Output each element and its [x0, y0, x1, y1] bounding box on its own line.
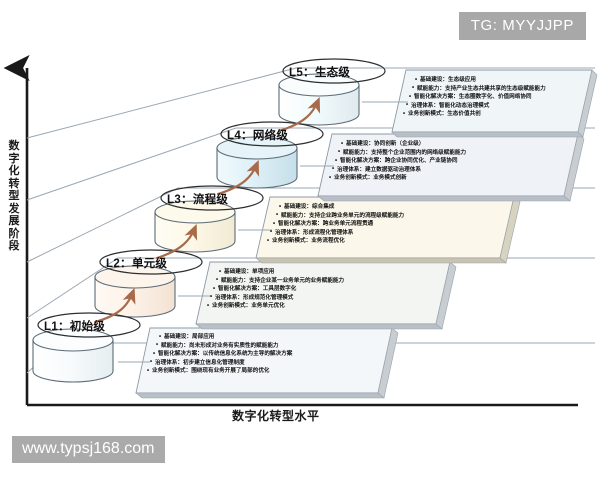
- oval-L2: [99, 249, 203, 275]
- detail-row: 治理体系：初步建立信息化管理制度: [150, 358, 386, 368]
- oval-L5: [282, 58, 386, 84]
- detail-row: 业务创新模式：业务单元优化: [207, 302, 444, 311]
- arrow-L1-L2: [93, 287, 136, 324]
- detail-row: 智能化解决方案：工具层数字化: [213, 285, 444, 294]
- detail-row: 智能化解决方案：生态圈数字化、价值网络协同: [409, 93, 586, 102]
- detail-row: 基础建设：综合集成: [279, 203, 508, 212]
- progression-arrows: [93, 96, 321, 324]
- y-axis-title: 数字化转型发展阶段: [8, 140, 20, 252]
- stage-label-L3[interactable]: L3：流程级: [167, 194, 229, 206]
- detail-row: 智能化解决方案：跨业务单元流程贯通: [273, 220, 508, 229]
- detail-row: 基础建设：协同创新（企业级）: [341, 140, 572, 149]
- arrow-L3-L4: [216, 159, 260, 196]
- detail-panel-L2[interactable]: 基础建设：单项应用 赋能能力：支持企业某一业务单元的业务赋能能力 智能化解决方案…: [202, 265, 450, 314]
- cylinder-L4: [216, 136, 298, 189]
- stage-label-L1[interactable]: L1：初始级: [44, 321, 106, 333]
- detail-row: 业务创新模式：围绕现有业务开展了局部的优化: [147, 367, 386, 376]
- detail-row: 基础建设：生态级应用: [415, 76, 586, 85]
- detail-panel-L3[interactable]: 基础建设：综合集成 赋能能力：支持企业跨业务单元的流程级赋能能力 智能化解决方案…: [262, 200, 514, 249]
- oval-L4: [220, 121, 324, 147]
- cylinder-L3: [154, 200, 236, 253]
- panel-connectors: [118, 101, 408, 363]
- detail-panel-L5[interactable]: 基础建设：生态级应用 赋能能力：支持产业生态共建共享的生态级赋能能力 智能化解决…: [398, 73, 592, 122]
- stage-oval-callouts: [37, 58, 386, 338]
- axis-group: [3, 55, 578, 407]
- detail-row: 赋能能力：支持整个企业范围内的网络级赋能能力: [338, 148, 572, 158]
- detail-row: 智能化解决方案：以传统信息化系统为主导的解决方案: [153, 350, 386, 359]
- detail-row: 业务创新模式：生态价值共创: [403, 110, 586, 119]
- detail-row: 治理体系：智能化动态治理模式: [406, 101, 586, 111]
- arrow-L2-L3: [155, 223, 198, 260]
- step-guide-5: [26, 67, 595, 139]
- detail-row: 业务创新模式：业务模式创新: [329, 174, 572, 183]
- stage-label-L4[interactable]: L4：网络级: [227, 130, 289, 142]
- stage-label-L2[interactable]: L2：单元级: [106, 258, 168, 270]
- detail-row: 治理体系：形成流程化管理体系: [270, 228, 508, 238]
- detail-row: 赋能能力：支持产业生态共建共享的生态级赋能能力: [412, 84, 586, 94]
- detail-row: 智能化解决方案：跨企业协同优化、产业链协同: [335, 157, 572, 166]
- detail-row: 业务创新模式：业务流程优化: [267, 237, 508, 246]
- detail-row: 赋能能力：支持企业跨业务单元的流程级赋能能力: [276, 211, 508, 221]
- cylinder-L1: [32, 328, 114, 383]
- telegram-watermark: TG: MYYJJPP: [458, 12, 586, 40]
- cylinder-L5: [278, 73, 360, 126]
- oval-L1: [37, 312, 141, 338]
- detail-panel-L4[interactable]: 基础建设：协同创新（企业级） 赋能能力：支持整个企业范围内的网络级赋能能力 智能…: [324, 137, 578, 186]
- detail-row: 赋能能力：支持企业某一业务单元的业务赋能能力: [216, 276, 444, 286]
- detail-row: 基础建设：局部应用: [159, 333, 386, 342]
- detail-row: 赋能能力：尚未形成对业务有实质性的赋能能力: [156, 341, 386, 351]
- arrow-L4-L5: [277, 96, 321, 133]
- detail-row: 治理体系：建立数据驱动治理体系: [332, 165, 572, 175]
- x-axis-title: 数字化转型水平: [232, 409, 320, 423]
- detail-panel-L1[interactable]: 基础建设：局部应用 赋能能力：尚未形成对业务有实质性的赋能能力 智能化解决方案：…: [142, 330, 392, 379]
- detail-row: 治理体系：形成规范化管理模式: [210, 293, 444, 303]
- stage-label-L5[interactable]: L5：生态级: [289, 67, 351, 79]
- site-watermark: www.typsj168.com: [12, 436, 165, 463]
- oval-L3: [160, 185, 264, 211]
- detail-row: 基础建设：单项应用: [219, 268, 444, 277]
